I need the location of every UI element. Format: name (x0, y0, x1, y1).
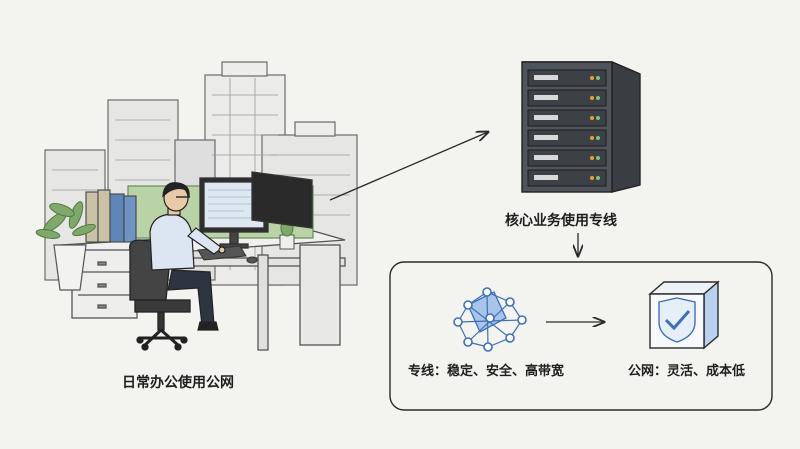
server-rack-icon (521, 60, 641, 193)
office-to-server-arrow (329, 132, 488, 201)
office-worker-icon (149, 182, 226, 331)
dedicated-line-label: 专线：稳定、安全、高带宽 (408, 364, 565, 379)
network-mesh-icon (453, 287, 527, 352)
public-network-label: 公网：灵活、成本低 (628, 364, 746, 379)
comparison-box (389, 261, 773, 411)
monitor-icon (199, 171, 313, 249)
plant-icon (35, 201, 96, 291)
core-business-label: 核心业务使用专线 (505, 213, 617, 229)
office-usage-label: 日常办公使用公网 (122, 375, 234, 391)
shield-check-icon (648, 280, 720, 350)
binders (85, 189, 137, 243)
